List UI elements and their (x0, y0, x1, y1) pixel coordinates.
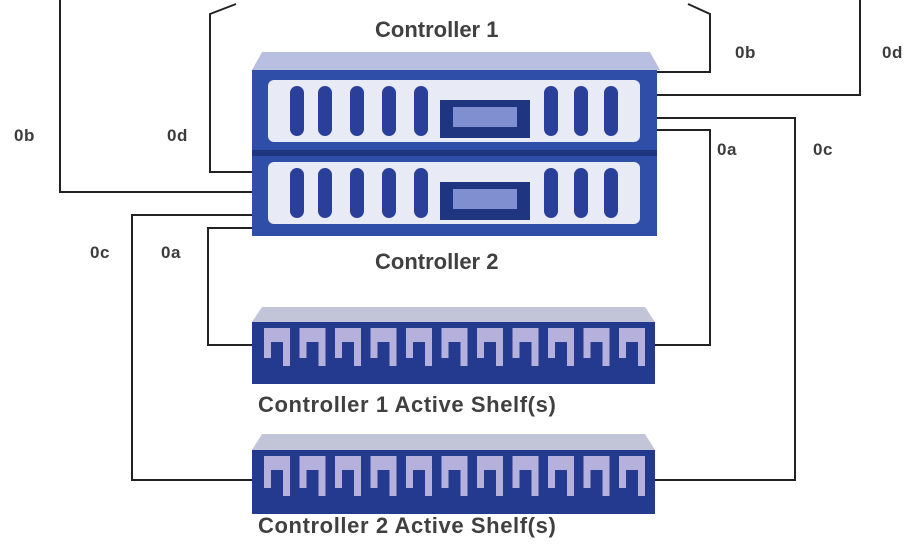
shelf-1-label: Controller 1 Active Shelf(s) (258, 392, 557, 417)
cable-controller1-0c-to-shelf2 (655, 117, 796, 481)
controller-1-drive-8 (604, 86, 618, 136)
controller-2-drive-5 (414, 168, 428, 218)
controller-2-center-module-window (451, 187, 519, 211)
controller-1-drive-7 (574, 86, 588, 136)
cable-controller1-0d-far-right (655, 0, 861, 96)
port-label-0b-top-right: 0b (735, 43, 756, 62)
shelf-1-drive-slot-11 (619, 328, 645, 366)
controller-2-active-shelf (252, 434, 655, 514)
shelf-2-top-face (252, 434, 655, 450)
controller-2-drive-1 (290, 168, 304, 218)
port-label-0a-right: 0a (717, 140, 737, 159)
cable-controller1-0a-to-shelf1 (655, 129, 711, 346)
port-label-0b-left: 0b (14, 126, 35, 145)
controller-1-center-module-window (451, 105, 519, 129)
port-label-0c-right: 0c (813, 140, 833, 159)
shelf-1-drive-slot-2 (299, 328, 326, 366)
controller-1-drive-1 (290, 86, 304, 136)
controller-1-active-shelf (252, 307, 655, 384)
shelf-1-drive-slot-6 (441, 328, 468, 366)
shelf-2-drive-slot-1 (264, 456, 290, 496)
chassis-top-face (252, 52, 660, 70)
port-label-0c-left: 0c (90, 243, 110, 262)
shelf-2-drive-slot-4 (370, 456, 397, 496)
controller-1-drive-3 (350, 86, 364, 136)
chassis-divider (252, 150, 657, 156)
controller-1-unit (268, 80, 640, 142)
controller-1-drive-5 (414, 86, 428, 136)
shelf-2-drive-slot-7 (477, 456, 503, 496)
cable-controller2-0b-far-left (59, 0, 252, 193)
cable-controller1-0d-to-controller2 (209, 3, 252, 173)
shelf-2-drive-slot-9 (548, 456, 574, 496)
controller-1-label: Controller 1 (375, 17, 499, 42)
controller-2-drive-2 (318, 168, 332, 218)
controller-2-label: Controller 2 (375, 249, 499, 274)
controller-2-drive-3 (350, 168, 364, 218)
cable-controller1-0b-bracket (655, 3, 711, 73)
shelf-2-label: Controller 2 Active Shelf(s) (258, 513, 557, 538)
controller-2-drive-6 (544, 168, 558, 218)
shelf-2-drive-slot-3 (335, 456, 361, 496)
controller-1-drive-2 (318, 86, 332, 136)
shelf-2-drive-slot-6 (441, 456, 468, 496)
shelf-2-drive-slot-8 (512, 456, 539, 496)
controller-1-drive-6 (544, 86, 558, 136)
cable-controller2-0a-to-shelf1 (207, 227, 252, 346)
controller-2-drive-7 (574, 168, 588, 218)
controller-2-drive-8 (604, 168, 618, 218)
shelf-2-drive-slot-10 (583, 456, 610, 496)
controller-2-unit (268, 162, 640, 224)
cable-controller2-0c-to-shelf2 (131, 214, 252, 481)
shelf-1-drive-slot-10 (583, 328, 610, 366)
port-label-0a-left: 0a (161, 243, 181, 262)
controller-2-drive-4 (382, 168, 396, 218)
shelf-1-drive-slot-1 (264, 328, 290, 366)
controller-chassis (252, 52, 660, 236)
shelf-2-drive-slot-5 (406, 456, 432, 496)
shelf-1-drive-slot-4 (370, 328, 397, 366)
shelf-2-drive-slot-11 (619, 456, 645, 496)
shelf-2-drive-slot-2 (299, 456, 326, 496)
cables (59, 0, 861, 481)
controller-1-drive-4 (382, 86, 396, 136)
shelf-1-drive-slot-7 (477, 328, 503, 366)
port-label-0d-top-right: 0d (882, 43, 903, 62)
shelf-1-drive-slot-8 (512, 328, 539, 366)
shelf-1-drive-slot-3 (335, 328, 361, 366)
shelf-1-drive-slot-9 (548, 328, 574, 366)
shelf-1-top-face (252, 307, 655, 322)
shelf-1-drive-slot-5 (406, 328, 432, 366)
port-label-0d-left: 0d (167, 126, 188, 145)
